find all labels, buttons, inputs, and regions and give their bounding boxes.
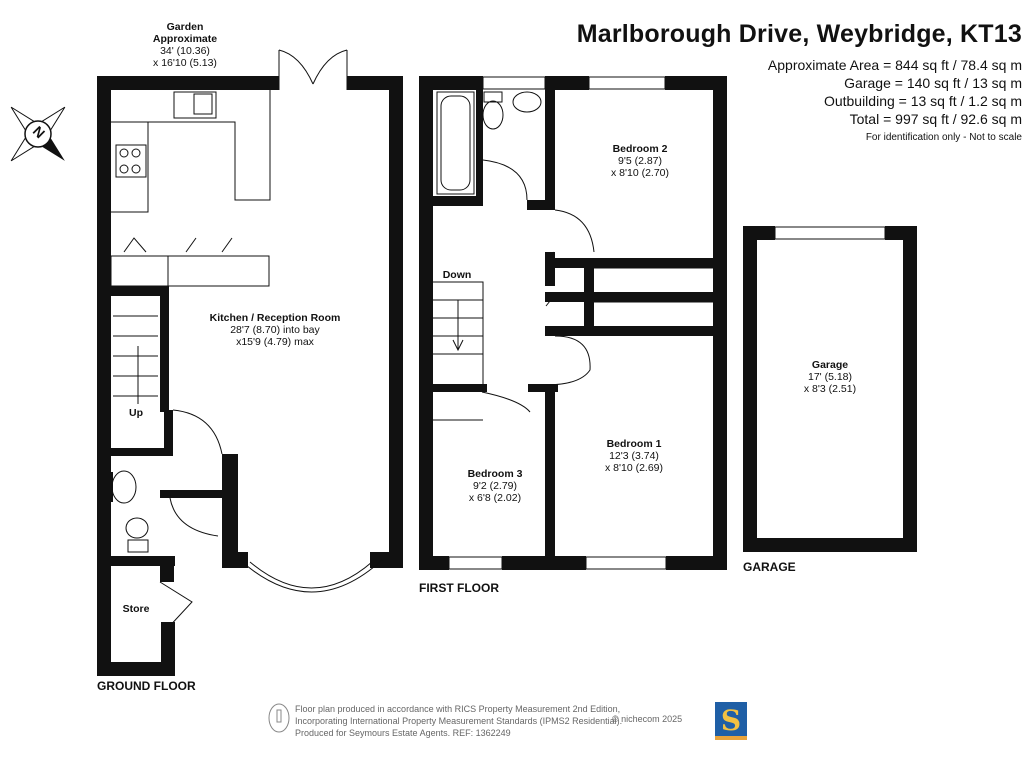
kitchen-reception-label: Kitchen / Reception Room 28'7 (8.70) int… — [190, 312, 360, 348]
bedroom1-name: Bedroom 1 — [606, 438, 662, 450]
area-garage: Garage = 140 sq ft / 13 sq m — [844, 75, 1022, 91]
bedroom3-dim2: x 6'8 (2.02) — [468, 492, 522, 504]
kitchen-dim1: 28'7 (8.70) into bay — [230, 324, 320, 336]
bedroom2-dim1: 9'5 (2.87) — [617, 155, 663, 167]
bedroom2-name: Bedroom 2 — [612, 143, 668, 155]
garage-name: Garage — [811, 359, 849, 371]
copyright: © nichecom 2025 — [612, 714, 683, 724]
bedroom2-label: Bedroom 2 9'5 (2.87) x 8'10 (2.70) — [590, 143, 690, 179]
garage-dim2: x 8'3 (2.51) — [803, 383, 857, 395]
bedroom3-label: Bedroom 3 9'2 (2.79) x 6'8 (2.02) — [445, 468, 545, 504]
north-compass-icon — [10, 106, 66, 162]
bedroom1-dim2: x 8'10 (2.69) — [604, 462, 664, 474]
walls — [97, 76, 917, 676]
area-total: Total = 997 sq ft / 92.6 sq m — [849, 111, 1022, 127]
garden-approximate: Approximate — [152, 33, 218, 45]
kitchen-name: Kitchen / Reception Room — [209, 312, 341, 324]
garden-dim1: 34' (10.36) — [160, 45, 210, 57]
stairs-up-label: Up — [129, 407, 143, 419]
garden-label: Garden Approximate 34' (10.36) x 16'10 (… — [120, 21, 250, 69]
identification-note: For identification only - Not to scale — [865, 132, 1022, 143]
area-summary: Approximate Area = 844 sq ft / 78.4 sq m… — [600, 56, 1022, 128]
bedroom1-dim1: 12'3 (3.74) — [609, 450, 659, 462]
bedroom3-dim1: 9'2 (2.79) — [472, 480, 518, 492]
garage-floor-label: GARAGE — [743, 560, 796, 574]
footer-line2: Incorporating International Property Mea… — [295, 716, 623, 726]
stairs-down-label: Down — [442, 269, 472, 281]
garage-dim1: 17' (5.18) — [807, 371, 853, 383]
store-label: Store — [122, 603, 150, 615]
bedroom3-name: Bedroom 3 — [467, 468, 523, 480]
footer-line3: Produced for Seymours Estate Agents. REF… — [295, 728, 511, 738]
garden-dim2: x 16'10 (5.13) — [153, 57, 217, 69]
bedroom2-dim2: x 8'10 (2.70) — [610, 167, 670, 179]
ground-floor-label: GROUND FLOOR — [97, 679, 196, 693]
agent-logo-icon: S — [715, 702, 747, 740]
bedroom1-label: Bedroom 1 12'3 (3.74) x 8'10 (2.69) — [584, 438, 684, 474]
footer-line1: Floor plan produced in accordance with R… — [295, 704, 621, 714]
area-outbuilding: Outbuilding = 13 sq ft / 1.2 sq m — [823, 93, 1022, 109]
first-floor-label: FIRST FLOOR — [419, 581, 499, 595]
fixtures — [110, 49, 886, 631]
garage-room-label: Garage 17' (5.18) x 8'3 (2.51) — [780, 359, 880, 395]
kitchen-dim2: x15'9 (4.79) max — [236, 336, 314, 348]
property-title: Marlborough Drive, Weybridge, KT13 — [576, 20, 1022, 48]
area-approximate: Approximate Area = 844 sq ft / 78.4 sq m — [767, 57, 1022, 73]
garden-name: Garden — [166, 21, 204, 33]
footer-notes: Floor plan produced in accordance with R… — [295, 703, 622, 739]
